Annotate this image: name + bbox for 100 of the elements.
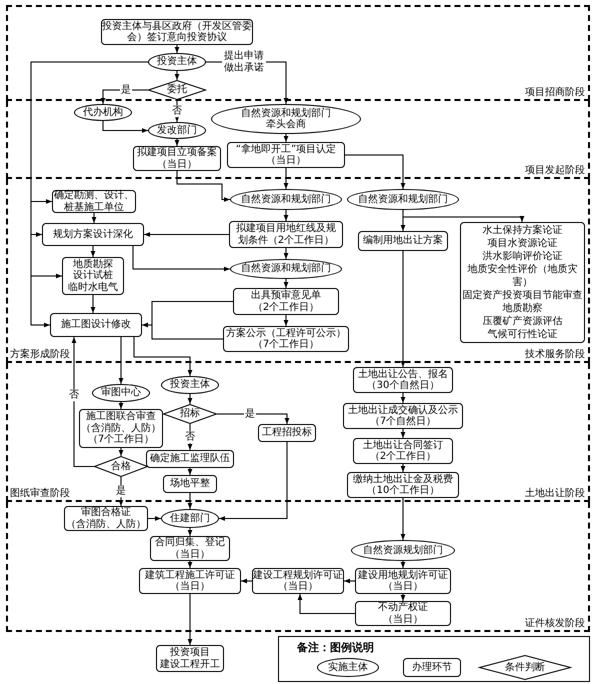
decision-diamond: [148, 80, 206, 99]
process-box: [347, 472, 459, 498]
step-label: 土地出让合同签订: [363, 440, 443, 451]
legend-title: 备注：图例说明: [297, 641, 374, 654]
arrow: [102, 120, 148, 133]
step-label: 建设用地规划许可证: [358, 570, 448, 580]
actor-label: 代办机构: [83, 106, 123, 118]
step-label: 土地出让成交确认及公示: [348, 404, 458, 416]
arrow: [400, 560, 406, 568]
stage-label: 技术服务阶段: [525, 348, 585, 360]
step-label: 规划方案设计深化: [53, 228, 133, 240]
process-box: [252, 568, 344, 594]
edge-label: 是: [115, 485, 127, 497]
step-label: 建筑工程施工许可证: [145, 570, 235, 580]
actor-label: 投资主体: [157, 56, 197, 68]
actor-label: 发改部门: [157, 124, 197, 136]
step-label: （当日）: [170, 581, 210, 592]
arrow: [132, 246, 230, 272]
step-label: （2个工作日）: [252, 302, 320, 313]
arrow: [284, 248, 288, 260]
step-label: 施工图联合审查: [86, 411, 156, 422]
actor-label: 住建部门: [170, 512, 210, 524]
step-label: 临时水电气: [68, 282, 118, 294]
process-box: [50, 313, 142, 337]
arrow: [174, 70, 180, 80]
actor-label: 投资主体: [170, 379, 210, 391]
step-label: （含消防、人防）: [66, 518, 146, 530]
arrow: [400, 428, 406, 438]
edge-label: 否: [68, 389, 80, 401]
step-label: （当日）: [157, 158, 197, 170]
edge-label: 提出申请做出承诺: [222, 50, 266, 74]
arrow: [90, 246, 96, 258]
arrow: [90, 294, 96, 314]
process-box: [133, 146, 221, 171]
decision-diamond: [94, 456, 148, 477]
stage-band: [6, 502, 590, 632]
actor-ellipse: [92, 384, 150, 402]
process-box: [150, 536, 230, 561]
process-box: [233, 288, 339, 315]
arrow: [284, 168, 288, 190]
step-label: 出具预审意见单: [251, 290, 321, 302]
legend-label: 办理环节: [412, 662, 452, 674]
list-item: 地质安全性评价（地质灾害）: [466, 263, 578, 289]
process-box: [146, 450, 234, 468]
stage-label: 图纸审查阶段: [10, 488, 70, 499]
arrow: [100, 90, 148, 104]
actor-label: 审图中心: [101, 387, 141, 399]
step-label: 建设工程规划许可证: [253, 570, 343, 580]
process-box: [42, 223, 144, 246]
process-box: [64, 506, 148, 531]
arrow: [118, 402, 124, 410]
process-box: [79, 409, 163, 448]
arrow: [174, 138, 180, 146]
arrow: [148, 516, 162, 521]
step-label: （当日）: [383, 614, 423, 625]
process-box: [355, 601, 451, 626]
arrow: [400, 392, 406, 404]
list-item: 洪水影响评价论证: [482, 250, 562, 263]
arrow: [188, 528, 192, 536]
step-label: 拟建项目立项备案: [137, 147, 217, 158]
arrow: [298, 594, 356, 614]
arrow: [188, 492, 192, 510]
step-label: （当日）: [383, 581, 423, 592]
arrow: [400, 464, 406, 472]
step-label: 地质勘探: [73, 258, 113, 270]
list-item: 水土保持方案论证: [482, 224, 562, 237]
list-item: 地质勘察: [502, 302, 542, 315]
step-label: 审图合格证: [81, 507, 131, 518]
edge-label: 是: [244, 408, 256, 420]
actor-ellipse: [161, 376, 219, 394]
step-label: 土地出让公告、报名（30个自然日）: [357, 368, 449, 392]
arrow: [344, 154, 406, 190]
process-box: [358, 231, 448, 251]
arrow: [176, 170, 230, 202]
stage-band: [6, 363, 590, 502]
decision-label: 招标: [180, 408, 200, 420]
arrow: [134, 336, 192, 376]
step-label: 场地平整: [170, 478, 210, 490]
arrow: [118, 336, 124, 384]
arrow: [72, 336, 94, 467]
step-label: 设计试桩: [73, 270, 113, 282]
process-box: [223, 326, 349, 352]
arrow: [284, 210, 288, 222]
process-box: [139, 568, 241, 594]
actor-label: 自然资源和规划部门: [241, 194, 331, 206]
actor-label: 自然资源和规划部门牵头会商: [240, 108, 332, 130]
arrow: [284, 134, 288, 142]
list-item: 气候可行性论证: [488, 328, 558, 341]
stage-label: 土地出让阶段: [525, 488, 585, 499]
arrow: [142, 322, 224, 340]
process-box: [353, 438, 453, 464]
step-label: （7个工作日）: [252, 339, 320, 350]
process-box: [227, 142, 345, 168]
arrow: [402, 210, 524, 222]
process-box: [163, 475, 217, 493]
arrow: [188, 594, 192, 646]
step-label: （当日）: [278, 581, 318, 592]
step-label: 不动产权证: [378, 602, 428, 614]
step-label: （含消防、人防）: [81, 422, 161, 434]
arrow: [92, 212, 96, 224]
